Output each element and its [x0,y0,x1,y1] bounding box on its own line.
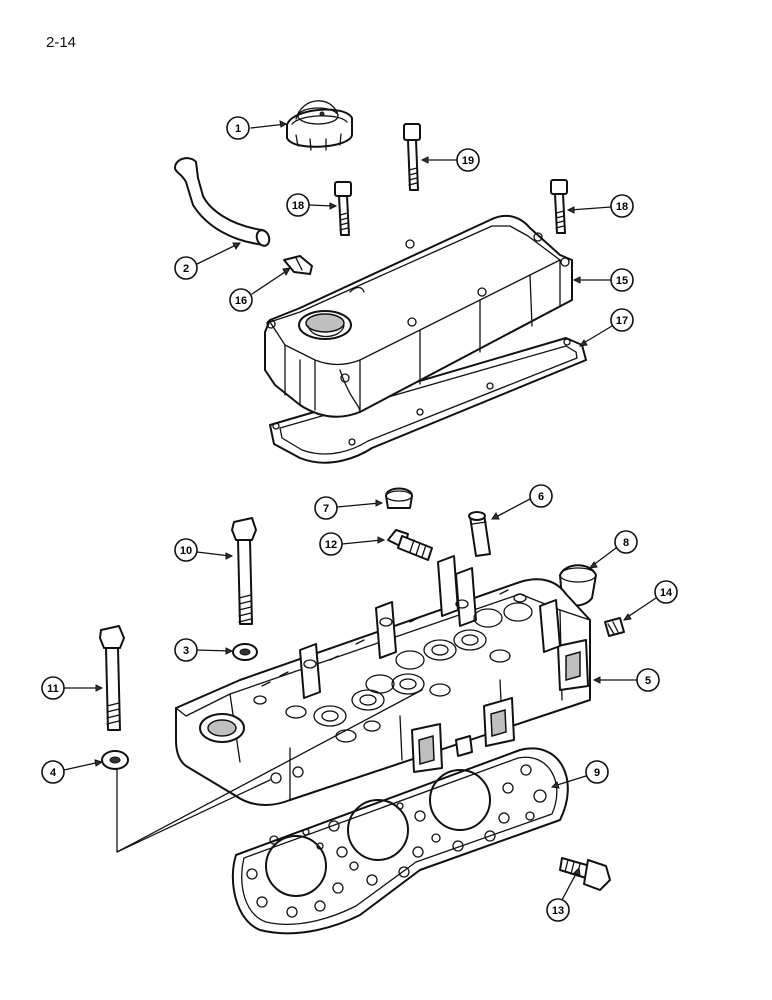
callout-18-right: 18 [566,194,634,218]
callout-19: 19 [420,148,480,172]
svg-text:18: 18 [292,200,304,212]
svg-text:3: 3 [183,645,189,657]
callout-6: 6 [491,484,553,520]
svg-text:7: 7 [323,503,329,515]
rocker-cover-gasket [269,337,587,464]
callout-11: 11 [41,676,104,700]
breather-fitting [283,255,313,275]
bolt-13 [559,857,611,891]
callout-12: 12 [319,532,386,556]
svg-text:19: 19 [462,155,474,167]
svg-text:18: 18 [616,201,628,213]
bolt-washer-4 [101,750,129,770]
cover-bolt-right [550,179,568,234]
callout-3: 3 [174,638,234,662]
callout-14: 14 [622,580,678,621]
head-bolt-long [231,517,257,625]
svg-text:17: 17 [616,315,628,327]
cover-bolt-long [403,123,421,191]
breather-hose [174,157,271,247]
callout-8: 8 [588,530,638,569]
svg-text:9: 9 [594,767,600,779]
callout-7: 7 [314,496,384,520]
callout-10: 10 [174,538,234,562]
svg-text:1: 1 [235,123,241,135]
svg-text:2: 2 [183,263,189,275]
svg-text:6: 6 [538,491,544,503]
callout-4: 4 [41,759,104,784]
callout-13: 13 [546,866,581,922]
svg-text:5: 5 [645,675,651,687]
assembly-leader-lines [116,689,423,853]
oil-filler-cap [286,100,353,151]
cover-bolt-left [334,181,352,236]
bolt-washer-3 [232,643,258,661]
callout-17: 17 [578,308,634,347]
valve-cap [385,487,413,509]
callout-18-left: 18 [286,193,338,217]
callout-9: 9 [550,760,609,789]
callout-5: 5 [592,668,660,692]
callout-16: 16 [229,267,291,312]
svg-text:16: 16 [235,295,247,307]
svg-text:14: 14 [660,587,673,599]
rocker-cover [264,214,573,418]
head-stud [387,529,433,561]
svg-text:15: 15 [616,275,628,287]
callout-2: 2 [174,242,241,280]
svg-text:10: 10 [180,545,192,557]
svg-text:13: 13 [552,905,564,917]
svg-text:4: 4 [50,767,57,779]
set-screw [604,617,625,637]
callout-15: 15 [572,268,634,292]
svg-text:11: 11 [47,683,59,695]
svg-text:12: 12 [325,539,337,551]
head-gasket [231,747,569,935]
valve-guide [468,511,491,557]
head-bolt-short [99,625,125,731]
callout-1: 1 [226,116,288,140]
svg-text:8: 8 [623,537,629,549]
cylinder-head [175,555,591,806]
page-number: 2-14 [46,34,77,51]
